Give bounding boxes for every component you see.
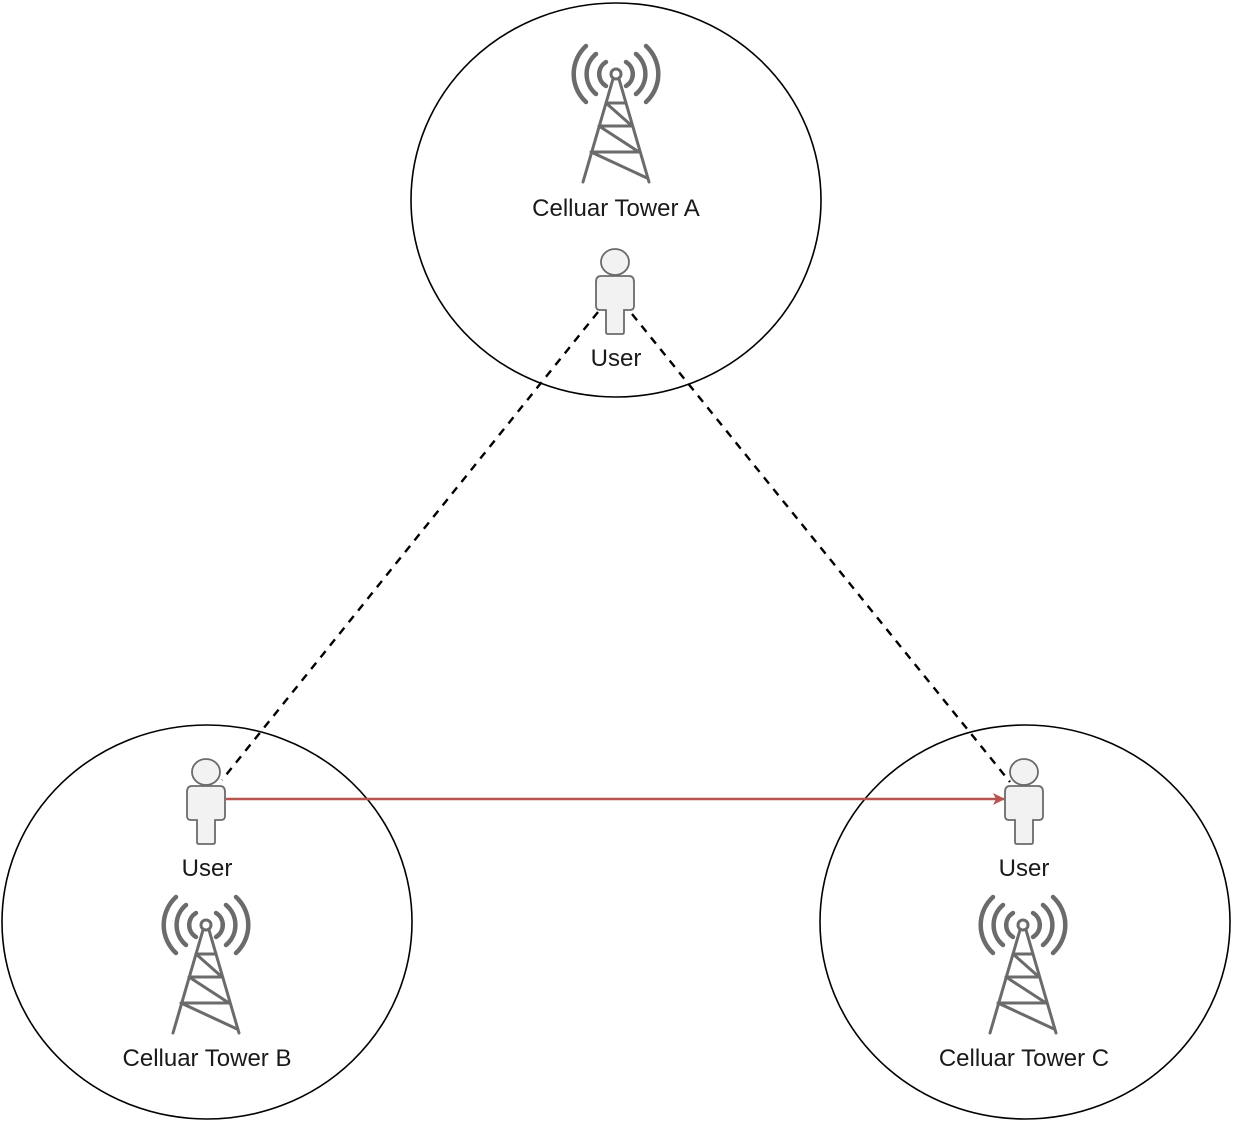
tower-c-label: Celluar Tower C <box>939 1045 1109 1072</box>
cell-tower-icon <box>164 897 249 1033</box>
cell-tower-icon <box>981 897 1066 1033</box>
tower-b-label: Celluar Tower B <box>123 1045 292 1072</box>
user-b[interactable]: User <box>182 758 233 882</box>
link-user-a-to-user-b <box>221 311 599 781</box>
user-icon <box>595 248 635 335</box>
cell-tower-icon <box>574 46 659 182</box>
cell-tower-b[interactable]: Celluar Tower B <box>123 897 292 1072</box>
user-c[interactable]: User <box>999 758 1050 882</box>
user-icon <box>1004 758 1044 845</box>
user-icon <box>186 758 226 845</box>
user-a-label: User <box>591 345 642 372</box>
user-b-label: User <box>182 855 233 882</box>
link-user-a-to-user-c <box>631 313 1011 783</box>
cell-tower-a[interactable]: Celluar Tower A <box>532 46 700 222</box>
user-c-label: User <box>999 855 1050 882</box>
cell-tower-c[interactable]: Celluar Tower C <box>939 897 1109 1072</box>
user-a[interactable]: User <box>591 248 642 372</box>
coverage-cell-b[interactable] <box>1 724 413 1120</box>
coverage-cell-a[interactable] <box>410 2 822 398</box>
tower-a-label: Celluar Tower A <box>532 195 700 222</box>
coverage-cell-c[interactable] <box>819 724 1231 1120</box>
